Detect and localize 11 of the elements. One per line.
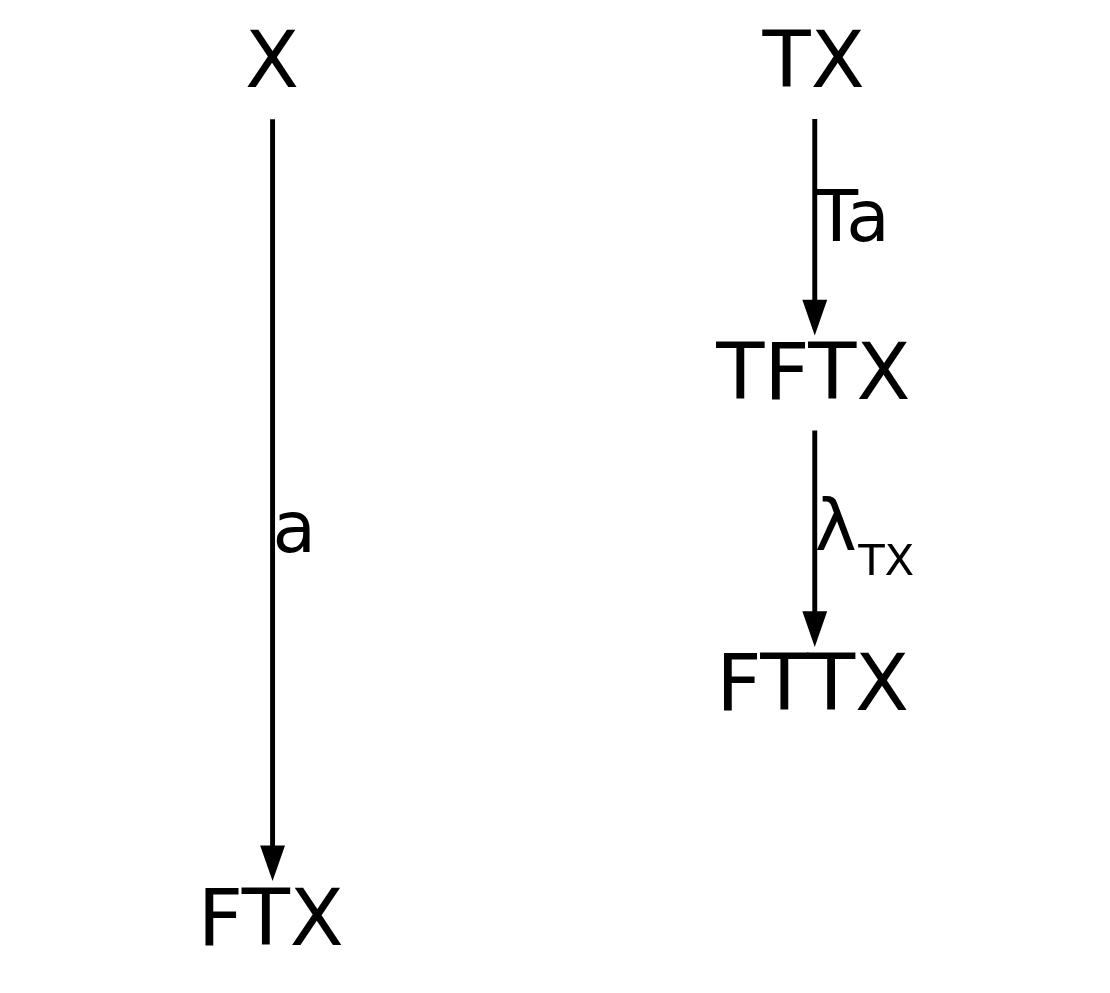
edge-label: a (272, 486, 316, 570)
node-text: FTTX (715, 637, 909, 730)
node-text: FTX (197, 872, 344, 965)
arrow (801, 119, 827, 336)
edge-label: Ta (814, 174, 890, 258)
node-text: X (244, 14, 299, 107)
edge-label: λ$_{TX}$ (814, 484, 914, 586)
arrow (801, 430, 827, 647)
node-text: TFTX (715, 325, 911, 418)
node-text: TX (762, 14, 865, 107)
arrow (259, 119, 285, 882)
